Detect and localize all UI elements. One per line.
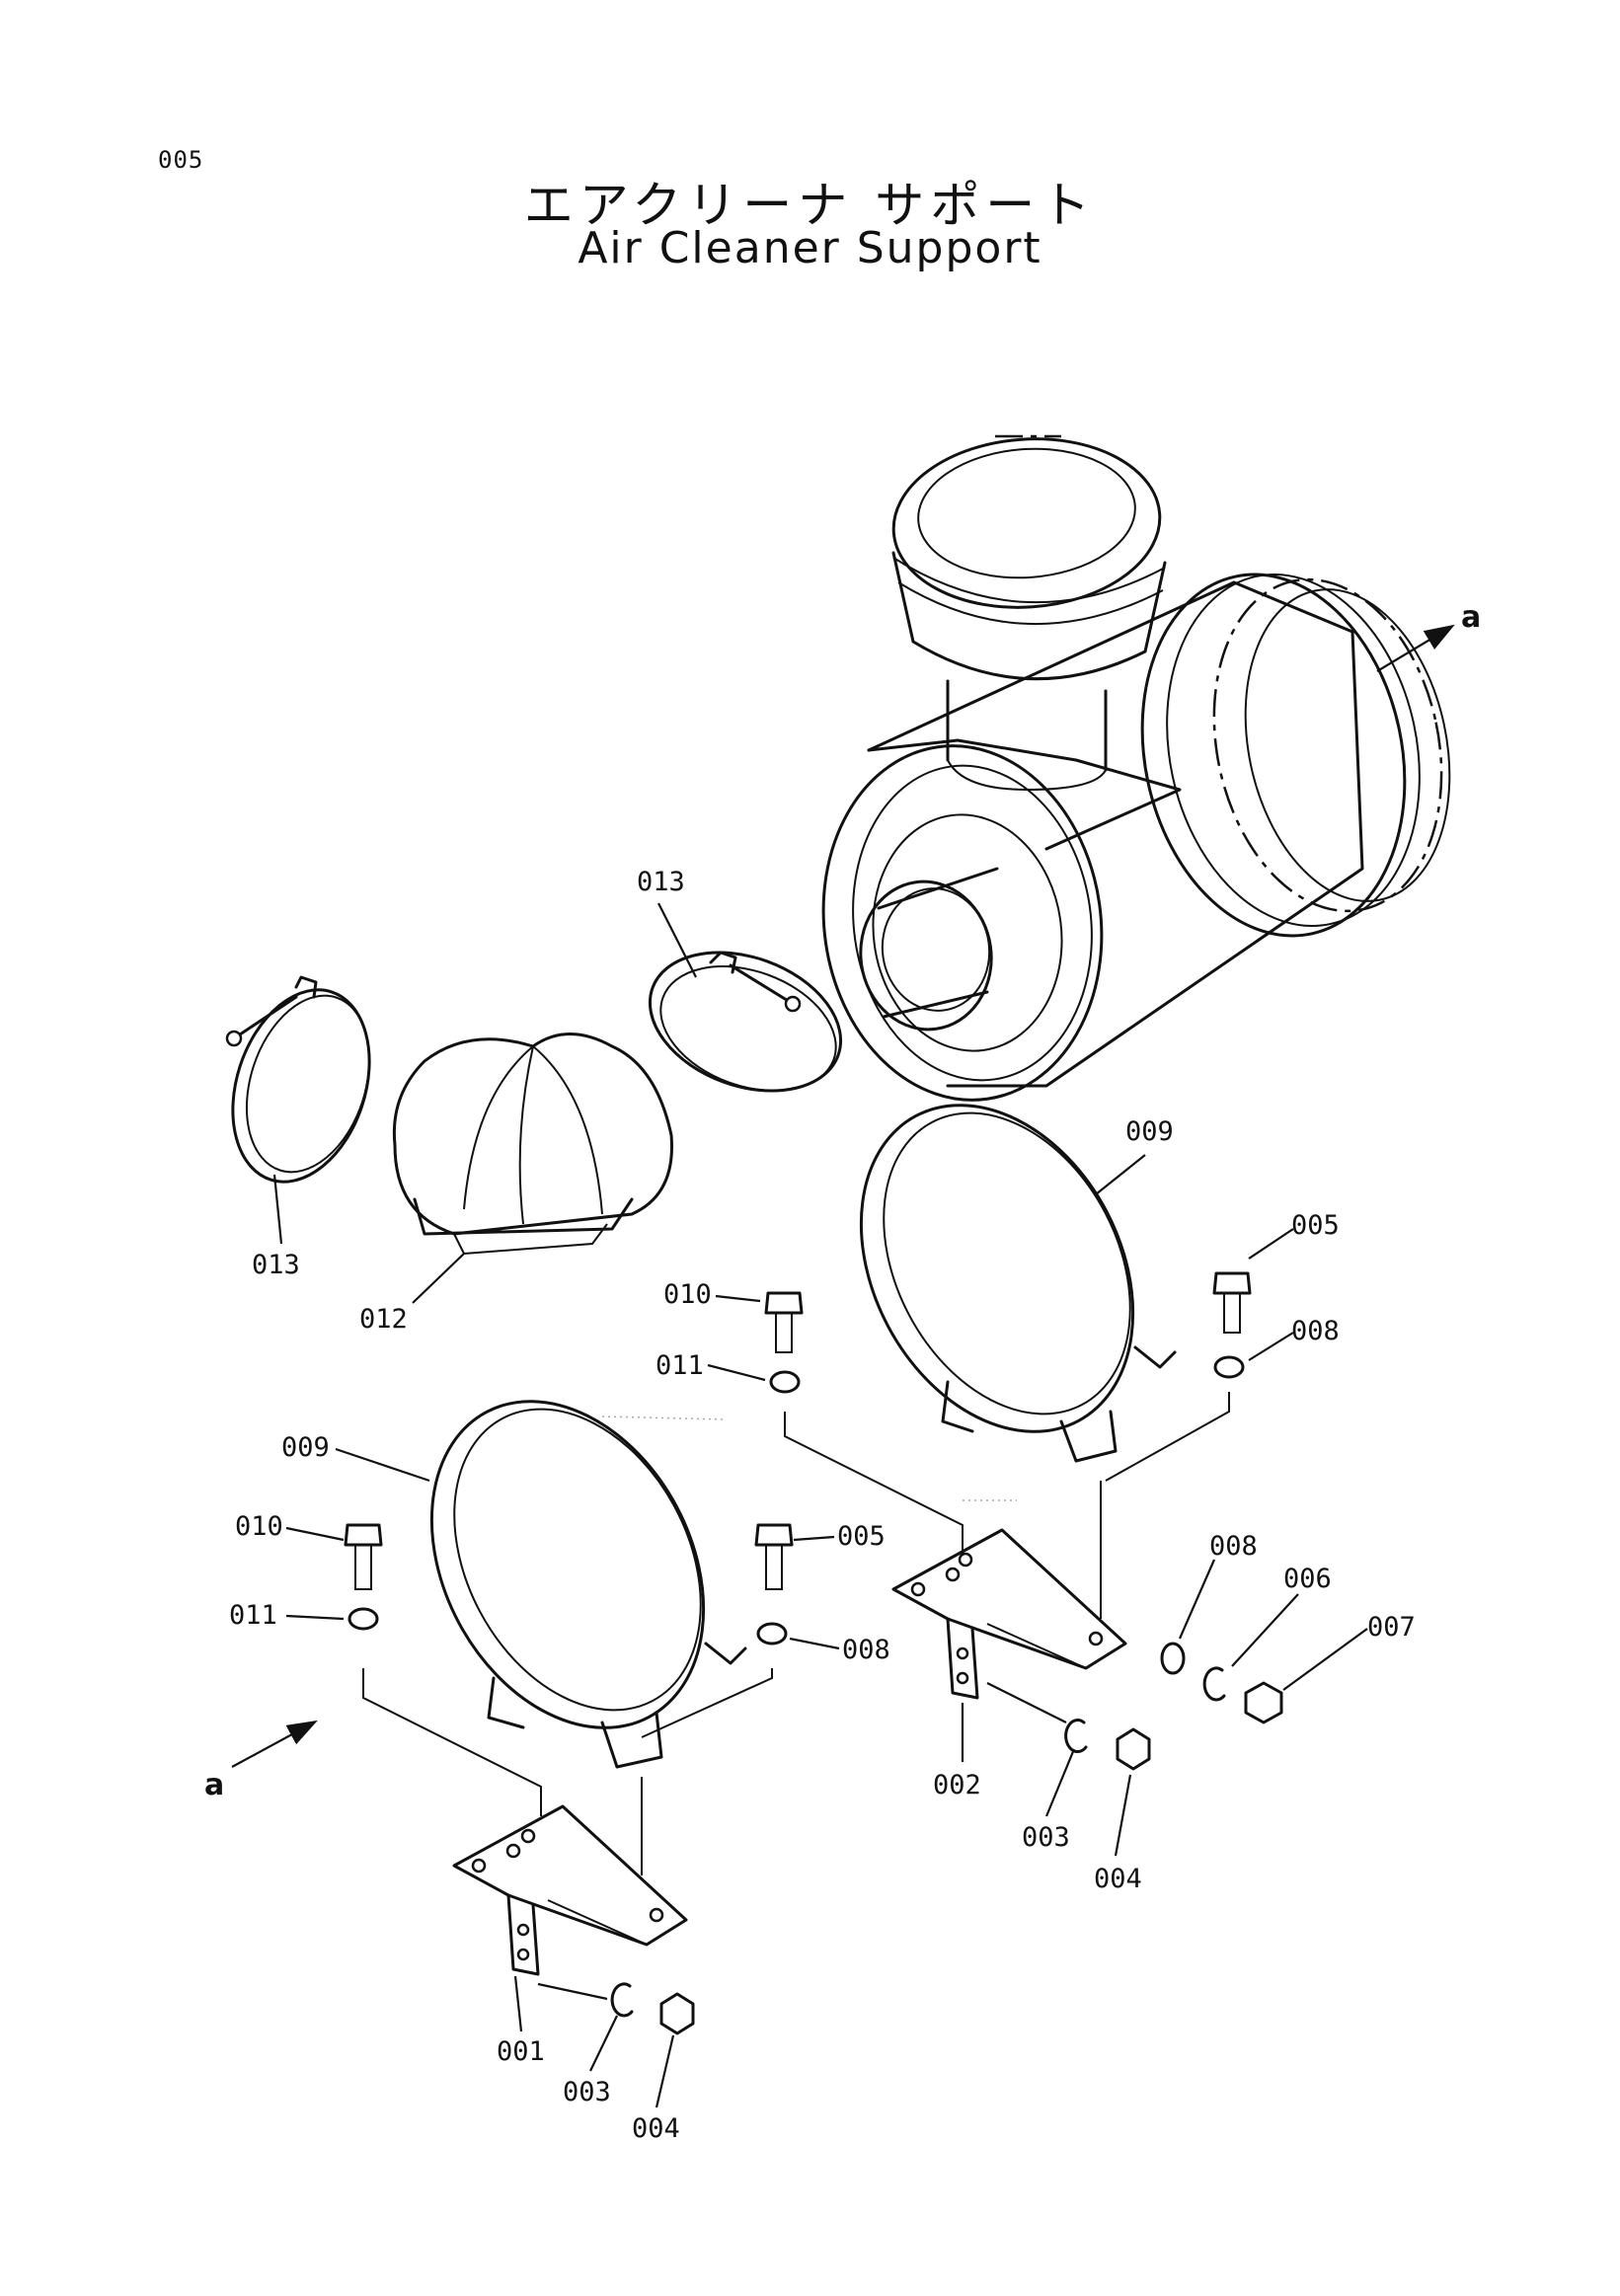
hose-clamp-013-middle (648, 951, 843, 1093)
callout-010-left: 010 (235, 1511, 283, 1542)
air-cleaner-body (821, 434, 1451, 1102)
callout-010-right: 010 (663, 1279, 712, 1310)
callout-005-left: 005 (837, 1521, 886, 1552)
callout-012: 012 (359, 1304, 408, 1335)
callout-011-left: 011 (229, 1600, 277, 1631)
leader-lines (272, 902, 1368, 2108)
washer-011-right (769, 1370, 801, 1394)
callout-004-upper: 004 (1094, 1864, 1142, 1894)
lock-washer-003-upper (1064, 1719, 1088, 1754)
callout-001: 001 (497, 2036, 545, 2067)
arrow-label-a-left: a (204, 1768, 224, 1802)
callout-009-left: 009 (281, 1432, 330, 1463)
title-english: Air Cleaner Support (578, 223, 1042, 273)
bracket-002 (891, 1528, 1127, 1700)
callout-009-right: 009 (1125, 1116, 1174, 1147)
direction-arrow-a-left: a (204, 1720, 318, 1802)
bolt-005-left (754, 1523, 794, 1590)
lock-washer-006 (1202, 1666, 1226, 1702)
washer-008-right-top (1213, 1355, 1245, 1379)
bolt-005-right (1212, 1271, 1252, 1334)
callout-008-right-top: 008 (1291, 1316, 1340, 1346)
hose-clamp-013-left (225, 975, 371, 1184)
callout-007: 007 (1367, 1612, 1416, 1643)
direction-arrow-a-right: a (1376, 600, 1481, 672)
callout-013-left: 013 (252, 1250, 300, 1280)
elbow-hose-012 (392, 1033, 673, 1256)
bolt-010-left (344, 1523, 383, 1590)
washer-011-left (347, 1607, 379, 1631)
callout-011-right: 011 (656, 1350, 704, 1381)
nut-007 (1244, 1681, 1283, 1724)
washer-008-left (756, 1622, 788, 1645)
callout-008-right-mid: 008 (1209, 1531, 1258, 1562)
nut-004-lower (659, 1992, 695, 2035)
bolt-010-right (764, 1291, 804, 1353)
callout-005-right: 005 (1291, 1210, 1340, 1241)
callout-006: 006 (1283, 1564, 1332, 1594)
title-japanese: エアクリーナ サポート (523, 177, 1097, 234)
arrow-label-a-right: a (1461, 600, 1481, 635)
washer-008-right-mid (1160, 1642, 1186, 1675)
lock-washer-003-lower (610, 1982, 634, 2018)
callout-004-lower: 004 (632, 2113, 680, 2144)
mounting-band-009-left (429, 1400, 747, 1769)
nut-004-upper (1116, 1727, 1151, 1771)
callout-002: 002 (933, 1770, 981, 1800)
bracket-001 (452, 1804, 688, 1976)
callout-numbers: 013 013 012 009 005 008 010 011 009 010 … (229, 867, 1416, 2144)
callout-008-left: 008 (842, 1635, 890, 1665)
callout-013-mid: 013 (637, 867, 685, 897)
callout-003-lower: 003 (563, 2077, 611, 2107)
page-number: 005 (158, 146, 204, 174)
mounting-band-009-right (859, 1104, 1177, 1463)
assembly-guide-lines (362, 1392, 1230, 1875)
callout-003-upper: 003 (1022, 1822, 1070, 1853)
